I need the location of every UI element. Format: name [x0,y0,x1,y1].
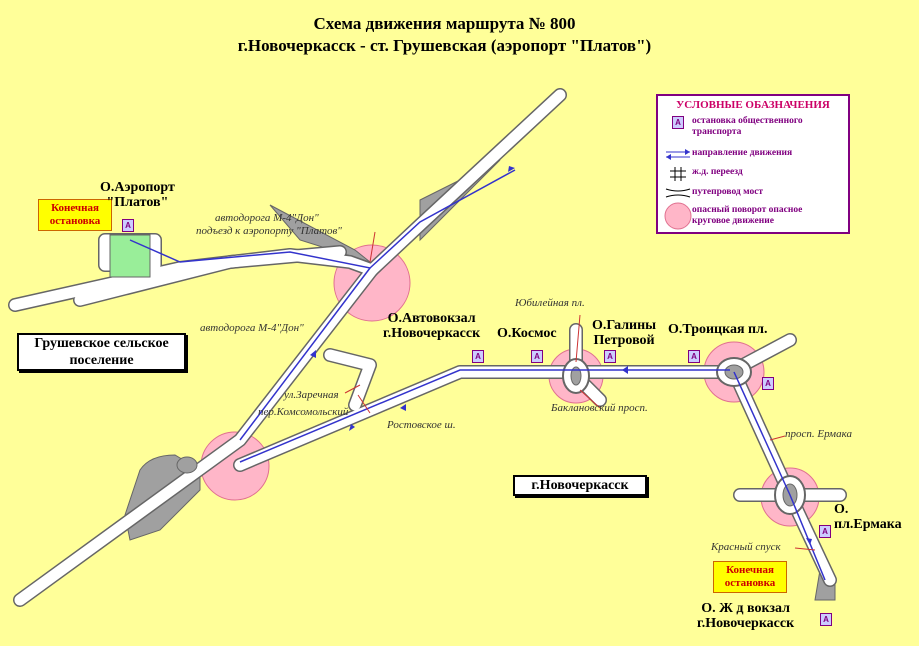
overpass-bridge-icon [664,187,692,199]
direction-arrow [806,538,812,545]
roundabouts [176,357,806,515]
map-title-line1: Схема движения маршрута № 800 [313,14,576,33]
area-novocherkassk: г.Новочеркасск [513,475,647,496]
danger-circle-icon [664,202,692,230]
direction-arrow [310,350,316,358]
street-label-airport-access: подъезд к аэропорту "Платов" [196,225,342,237]
legend-item-direction: направление движения [664,148,792,160]
direction-arrow [508,166,515,172]
airport-area [109,234,151,278]
route-line [129,169,826,581]
direction-arrows [310,166,812,545]
direction-arrows-icon [664,148,692,160]
bus-stop-icon[interactable]: A [604,350,616,363]
street-label-zarechnaya: ул.Заречная [284,389,339,401]
legend-item-bus-stop: A остановка общественного транспорта [664,116,842,138]
terminal-vokzal: Конечная остановка [713,561,787,593]
direction-arrow [400,404,406,411]
direction-arrow [349,424,355,431]
railway-crossing-icon [664,167,692,181]
bus-stop-icon[interactable]: A [531,350,543,363]
map-title-line2: г.Новочеркасск - ст. Грушевская (аэропор… [237,36,652,55]
street-label-komsomolsky: пер.Комсомольский [258,406,349,418]
street-label-rostovskoe: Ростовское ш. [387,419,456,431]
bus-stop-icon[interactable]: A [688,350,700,363]
legend-panel: УСЛОВНЫЕ ОБАЗНАЧЕНИЯ A остановка обществ… [656,94,850,234]
bus-stop-icon[interactable]: A [122,219,134,232]
street-label-m4-airport: автодорога М-4"Дон" [215,212,319,224]
street-label-m4: автодорога М-4"Дон" [200,322,304,334]
bus-stop-icon[interactable]: A [819,525,831,538]
stop-label-airport: О.Аэропорт"Платов" [100,180,175,210]
leader-lines [344,231,816,551]
stop-label-kosmos: О.Космос [497,326,557,341]
stop-label-troitskaya: О.Троицкая пл. [668,322,768,337]
street-label-ermaka-prosp: просп. Ермака [785,428,852,440]
direction-arrow [622,366,628,374]
bus-stop-icon[interactable]: A [472,350,484,363]
stop-label-ermaka: О.пл.Ермака [834,502,902,532]
area-grushevskoe: Грушевское сельское поселение [17,333,186,371]
street-label-yubileinaya: Юбилейная пл. [515,297,585,309]
terminal-airport: Конечная остановка [38,199,112,231]
bus-stop-icon: A [672,116,684,129]
street-label-baklanovsky: Баклановский просп. [551,402,648,414]
bus-stop-icon[interactable]: A [762,377,774,390]
legend-title: УСЛОВНЫЕ ОБАЗНАЧЕНИЯ [676,99,830,111]
street-label-krasny-spusk: Красный спуск [711,541,781,553]
bus-stop-icon[interactable]: A [820,613,832,626]
legend-item-danger: опасный поворот опасное круговое движени… [664,202,842,230]
legend-item-railway: ж.д. переезд [664,167,743,181]
legend-item-overpass: путепровод мост [664,187,763,199]
